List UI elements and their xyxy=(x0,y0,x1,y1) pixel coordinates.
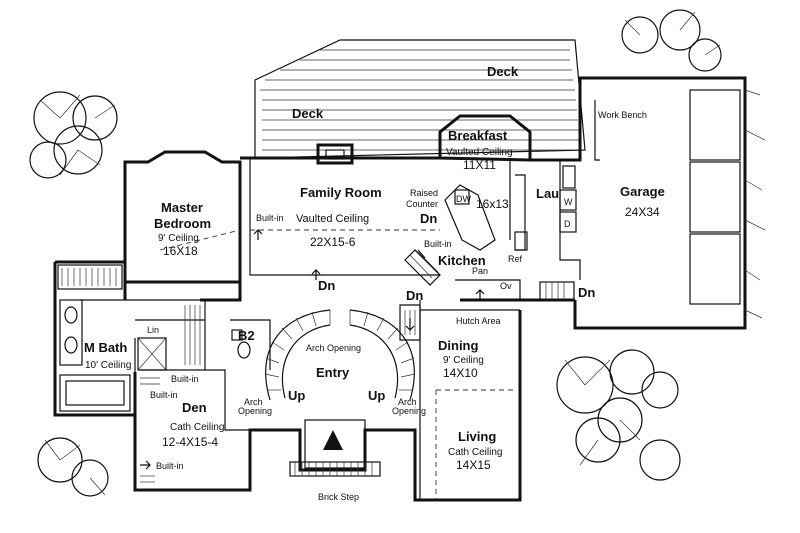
family-room-size: 22X15-6 xyxy=(310,235,356,249)
refrigerator-label: Ref xyxy=(508,254,523,264)
master-bath-name: M Bath xyxy=(84,340,127,355)
built-in-den-label-2: Built-in xyxy=(150,390,178,400)
up-right-label: Up xyxy=(368,388,385,403)
breakfast-ceiling: Vaulted Ceiling xyxy=(446,147,513,158)
family-room-ceiling: Vaulted Ceiling xyxy=(296,213,369,225)
master-bed-dash xyxy=(159,229,241,251)
master-bedroom-ceiling: 9' Ceiling xyxy=(158,233,199,244)
dining-ceiling: 9' Ceiling xyxy=(443,355,484,366)
deck-area: Deck Deck xyxy=(254,39,586,159)
arch-left-label-2: Opening xyxy=(238,406,272,416)
tree-cluster-bottom-left xyxy=(37,437,109,497)
built-in-kitchen-label: Built-in xyxy=(424,239,452,249)
arch-left-label-1: Arch xyxy=(244,397,263,407)
linen-label: Lin xyxy=(147,325,159,335)
laundry-label: Lau xyxy=(536,186,559,201)
brick-step-label: Brick Step xyxy=(318,492,359,502)
kitchen-island xyxy=(444,174,528,251)
tree-cluster-top-right xyxy=(621,9,722,72)
raised-counter-label-1: Raised xyxy=(410,188,438,198)
garage-size: 24X34 xyxy=(625,205,660,219)
exterior-walls xyxy=(53,76,747,502)
living-size: 14X15 xyxy=(456,458,491,472)
entry-label: Entry xyxy=(316,365,350,380)
arch-right-label-1: Arch xyxy=(398,397,417,407)
b2-fixtures xyxy=(231,329,251,359)
hutch-area-label: Hutch Area xyxy=(456,316,501,326)
dining-name: Dining xyxy=(438,338,478,353)
living-name: Living xyxy=(458,429,496,444)
den-name: Den xyxy=(182,400,207,415)
kitchen-name: Kitchen xyxy=(438,253,486,268)
built-in-den-label-1: Built-in xyxy=(171,374,199,384)
work-bench-label: Work Bench xyxy=(598,110,647,120)
b2-label: B2 xyxy=(238,328,255,343)
breakfast-room: Breakfast Vaulted Ceiling 11X11 xyxy=(438,114,532,172)
dining-size: 14X10 xyxy=(443,366,478,380)
dn-kitchen-label: Dn xyxy=(420,211,437,226)
entry-porch xyxy=(289,419,381,477)
breakfast-name: Breakfast xyxy=(448,128,508,143)
dn-stairs-label: Dn xyxy=(406,288,423,303)
master-bedroom-size: 16X18 xyxy=(163,244,198,258)
dishwasher-label: DW xyxy=(456,194,471,204)
kitchen-corner-stair xyxy=(404,249,441,286)
tree-cluster-right xyxy=(556,349,681,481)
pantry-label: Pan xyxy=(472,266,488,276)
master-bedroom-name-2: Bedroom xyxy=(154,216,211,231)
curved-staircases xyxy=(264,304,421,401)
dryer-label: D xyxy=(564,219,571,229)
den-size: 12-4X15-4 xyxy=(162,435,218,449)
garage-steps xyxy=(539,281,575,301)
direction-arrows xyxy=(140,229,485,470)
washer-dryer xyxy=(559,165,577,233)
deck-left-label: Deck xyxy=(292,106,324,121)
garage-name: Garage xyxy=(620,184,665,199)
master-bath-ceiling: 10' Ceiling xyxy=(85,360,131,371)
closet-hatching xyxy=(140,305,201,483)
master-bedroom-name-1: Master xyxy=(161,200,203,215)
up-left-label: Up xyxy=(288,388,305,403)
dn-family-label: Dn xyxy=(318,278,335,293)
dn-garage-label: Dn xyxy=(578,285,595,300)
garage-doors xyxy=(594,89,766,319)
arch-right-label-2: Opening xyxy=(392,406,426,416)
living-ceiling: Cath Ceiling xyxy=(448,447,502,458)
built-in-family-label: Built-in xyxy=(256,213,284,223)
breakfast-size: 11X11 xyxy=(463,158,496,172)
living-room-beam-line xyxy=(435,389,516,500)
raised-counter-label-2: Counter xyxy=(406,199,438,209)
arch-opening-top-label: Arch Opening xyxy=(306,343,361,353)
master-bath-fixtures xyxy=(57,264,167,412)
den-ceiling: Cath Ceiling xyxy=(170,422,224,433)
tree-cluster-left xyxy=(29,91,118,179)
built-in-den-label-3: Built-in xyxy=(156,461,184,471)
kitchen-size: 16x13 xyxy=(476,197,509,211)
oven-label: Ov xyxy=(500,281,512,291)
deck-top-label: Deck xyxy=(487,64,519,79)
fireplace xyxy=(316,143,354,165)
washer-label: W xyxy=(564,197,573,207)
family-room-name: Family Room xyxy=(300,185,382,200)
